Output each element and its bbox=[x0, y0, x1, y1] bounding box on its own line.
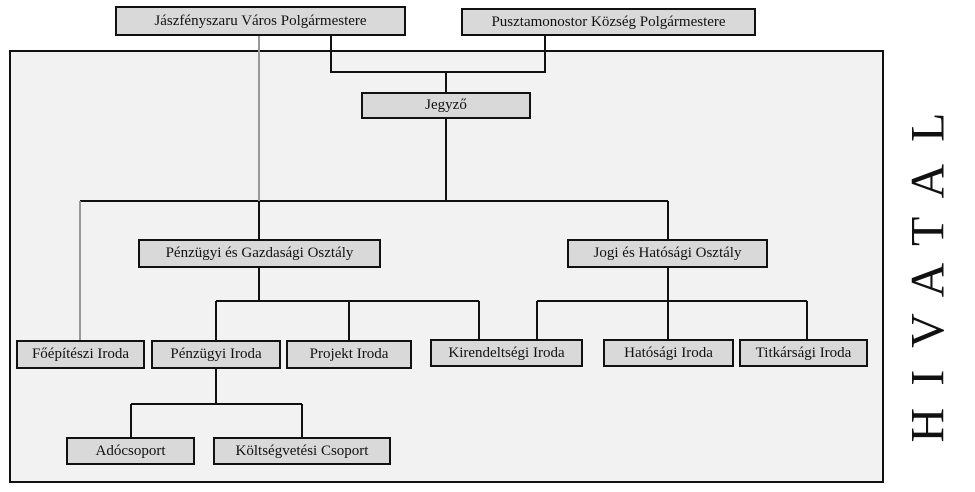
notary-label: Jegyző bbox=[425, 97, 467, 113]
connector-mayors bbox=[330, 36, 546, 92]
budget-group-box: Költségvetési Csoport bbox=[213, 437, 391, 465]
side-title: HIVATAL bbox=[880, 50, 975, 483]
chief-architect-office-label: Főépítészi Iroda bbox=[31, 346, 130, 362]
finance-office-box: Pénzügyi Iroda bbox=[151, 340, 281, 369]
mayor-jaszfenyszaru-box: Jászfényszaru Város Polgármestere bbox=[115, 6, 406, 36]
mayor-jaszfenyszaru-label: Jászfényszaru Város Polgármestere bbox=[154, 12, 367, 29]
budget-group-label: Költségvetési Csoport bbox=[235, 442, 369, 459]
authority-office-label: Hatósági Iroda bbox=[624, 344, 713, 361]
branch-office-label: Kirendeltségi Iroda bbox=[448, 344, 565, 361]
secretariat-office-box: Titkársági Iroda bbox=[739, 339, 868, 367]
tax-group-box: Adócsoport bbox=[66, 437, 195, 465]
finance-department-box: Pénzügyi és Gazdasági Osztály bbox=[138, 239, 381, 268]
connector-chief-architect bbox=[79, 36, 260, 340]
notary-box: Jegyző bbox=[361, 92, 531, 119]
chief-architect-office-box: Főépítészi Iroda bbox=[16, 340, 145, 369]
project-office-box: Projekt Iroda bbox=[286, 340, 412, 369]
secretariat-office-label: Titkársági Iroda bbox=[755, 344, 852, 361]
finance-office-label: Pénzügyi Iroda bbox=[170, 346, 262, 362]
connector-finance-office bbox=[130, 368, 303, 437]
legal-department-box: Jogi és Hatósági Osztály bbox=[567, 239, 768, 268]
connector-notary bbox=[80, 118, 669, 239]
authority-office-box: Hatósági Iroda bbox=[603, 339, 734, 367]
branch-office-box: Kirendeltségi Iroda bbox=[430, 339, 583, 367]
connector-finance-dept bbox=[215, 267, 480, 340]
finance-department-label: Pénzügyi és Gazdasági Osztály bbox=[165, 245, 354, 261]
mayor-pusztamonostor-label: Pusztamonostor Község Polgármestere bbox=[491, 13, 726, 30]
connector-legal-dept bbox=[536, 267, 808, 339]
side-title-text: HIVATAL bbox=[901, 90, 954, 443]
legal-department-label: Jogi és Hatósági Osztály bbox=[593, 245, 742, 261]
project-office-label: Projekt Iroda bbox=[309, 346, 389, 362]
mayor-pusztamonostor-box: Pusztamonostor Község Polgármestere bbox=[461, 8, 756, 36]
tax-group-label: Adócsoport bbox=[95, 442, 166, 459]
